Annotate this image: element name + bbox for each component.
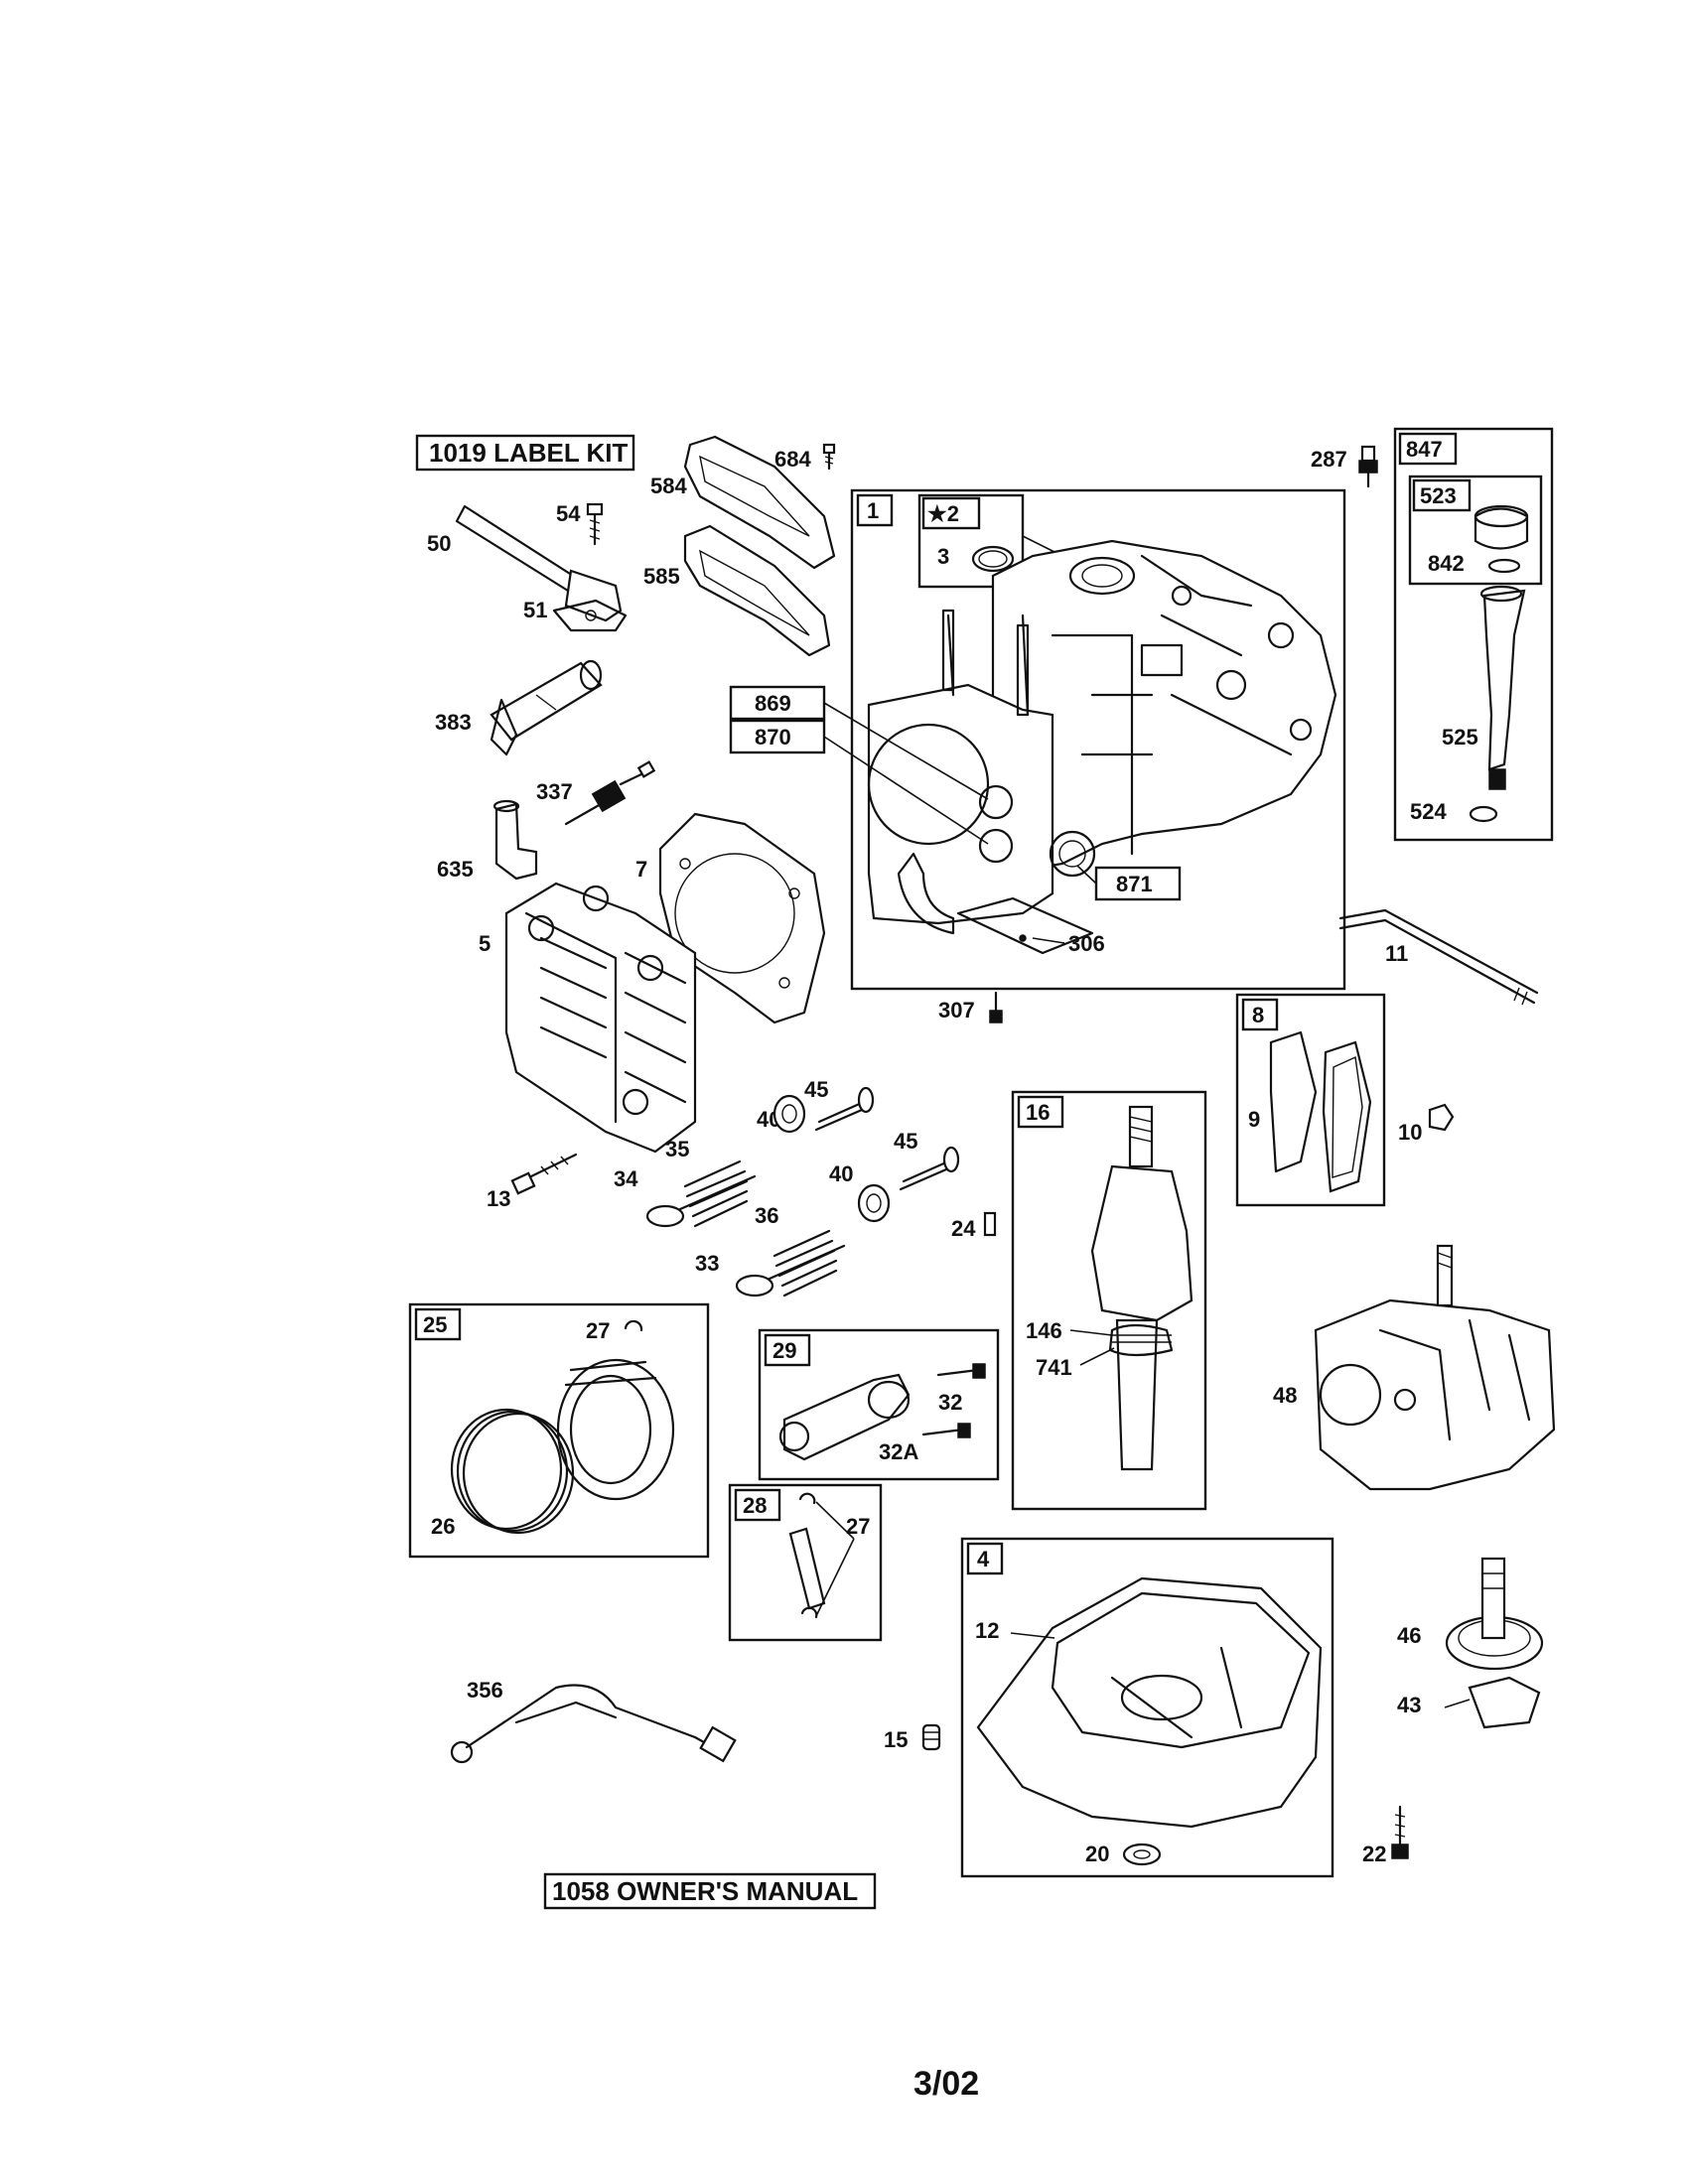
cylinder-head: 5 — [479, 882, 697, 1154]
part-number-label: 7 — [635, 857, 647, 882]
cylinder-block — [867, 539, 1337, 955]
part-number-label: 11 — [1385, 941, 1408, 966]
part-number-label: 24 — [951, 1216, 976, 1241]
part-number-label: 356 — [467, 1678, 503, 1703]
part-number-label: 22 — [1362, 1842, 1386, 1866]
part-number-label: 20 — [1085, 1842, 1109, 1866]
frame-breather: 8 9 10 — [1235, 993, 1455, 1207]
part-number-label: 45 — [894, 1129, 917, 1154]
part-number-label: 26 — [431, 1514, 455, 1539]
part-number-label: 50 — [427, 531, 451, 556]
frame-piston: 25 27 26 — [408, 1302, 710, 1559]
part-number-label: 15 — [884, 1727, 908, 1752]
part-number-label: 337 — [536, 779, 573, 804]
part-number-label: 27 — [586, 1318, 610, 1343]
spark-plug-boot: 635 — [437, 799, 538, 882]
part-number-label: 46 — [1397, 1623, 1421, 1648]
drain-plug: 15 — [884, 1723, 941, 1752]
part-number-label: 871 — [1116, 872, 1153, 896]
part-number-label: 8 — [1252, 1003, 1264, 1027]
part-number-label: 525 — [1442, 725, 1478, 750]
part-number-label: 847 — [1406, 437, 1443, 462]
bolt-307: 307 — [938, 991, 1003, 1024]
spark-plug: 337 — [536, 760, 656, 826]
part-number-label: 523 — [1420, 483, 1457, 508]
part-number-label: 4 — [977, 1547, 990, 1571]
part-number-label: 29 — [772, 1338, 796, 1363]
part-number-label: 16 — [1026, 1100, 1050, 1125]
dowel-pin: 24 — [951, 1211, 997, 1241]
part-number-label: 43 — [1397, 1693, 1421, 1717]
part-number-label: 1019 LABEL KIT — [429, 438, 628, 468]
part-number-label: 34 — [614, 1166, 638, 1191]
part-number-label: 869 — [755, 691, 791, 716]
governor-gear: 46 — [1397, 1557, 1544, 1671]
part-287: 287 — [1311, 445, 1378, 488]
part-number-label: 842 — [1428, 551, 1465, 576]
label-kit-callout: 1019 LABEL KIT — [415, 434, 635, 472]
part-number-label: 54 — [556, 501, 581, 526]
part-number-label: 1 — [867, 498, 879, 523]
part-number-label: 383 — [435, 710, 472, 735]
part-number-label: 28 — [743, 1493, 767, 1518]
part-number-label: 287 — [1311, 447, 1347, 472]
part-number-label: 584 — [650, 474, 687, 498]
part-number-label: 35 — [665, 1137, 689, 1161]
part-number-label: 870 — [755, 725, 791, 750]
ground-wire: 356 — [450, 1678, 737, 1764]
owners-manual-callout: 1058 OWNER'S MANUAL — [543, 1872, 877, 1910]
part-number-label: 13 — [487, 1186, 510, 1211]
frame-crankshaft: 16 146 741 — [1011, 1090, 1207, 1511]
part-number-label: 585 — [643, 564, 680, 589]
part-number-label: 12 — [975, 1618, 999, 1643]
part-number-label: 51 — [523, 598, 547, 622]
frame-dipstick: 847 523 842 525 524 — [1393, 427, 1554, 842]
governor-crank: 43 — [1397, 1676, 1541, 1729]
part-number-label: 25 — [423, 1312, 447, 1337]
part-number-label: 684 — [774, 447, 811, 472]
frame-cylinder-assembly: 1 ★2 3 — [850, 488, 1346, 991]
frame-wrist-pin: 28 27 — [728, 1483, 883, 1642]
part-number-label: 1058 OWNER'S MANUAL — [552, 1876, 858, 1906]
seal-callouts: 869 870 871 306 — [729, 685, 1182, 956]
breather-assembly: 50 54 51 — [427, 501, 628, 632]
part-number-label: 635 — [437, 857, 474, 882]
part-number-label: 146 — [1026, 1318, 1062, 1343]
part-number-label: ★2 — [927, 501, 959, 526]
valve-cover-gaskets: 584 585 — [643, 435, 836, 657]
date-code: 3/02 — [913, 2065, 979, 2103]
frame-sump: 4 12 20 — [960, 1537, 1334, 1878]
part-number-label: 307 — [938, 998, 975, 1023]
part-number-label: 306 — [1068, 931, 1105, 956]
short-block: 48 — [1273, 1244, 1556, 1491]
part-383: 383 — [435, 659, 603, 756]
part-number-label: 36 — [755, 1203, 778, 1228]
part-number-label: 10 — [1398, 1120, 1422, 1145]
part-number-label: 5 — [479, 931, 491, 956]
frame-connecting-rod: 29 32 32A — [758, 1328, 1000, 1481]
part-number-label: 32 — [938, 1390, 962, 1415]
part-number-label: 32A — [879, 1439, 918, 1464]
part-number-label: 33 — [695, 1251, 719, 1276]
sump-bolt: 22 — [1362, 1805, 1409, 1866]
bolt-684: 684 — [774, 443, 836, 472]
part-number-label: 45 — [804, 1077, 828, 1102]
dipstick-tube: 11 — [1338, 908, 1539, 1006]
head-bolt: 13 — [487, 1153, 578, 1211]
part-number-label: 3 — [937, 544, 949, 569]
head-gasket: 7 — [635, 812, 826, 1024]
part-number-label: 48 — [1273, 1383, 1297, 1408]
valve-train: 34 35 40 45 33 36 40 45 — [614, 1077, 960, 1297]
part-number-label: 741 — [1036, 1355, 1072, 1380]
part-number-label: 9 — [1248, 1107, 1260, 1132]
part-number-label: 524 — [1410, 799, 1447, 824]
part-number-label: 40 — [829, 1161, 853, 1186]
